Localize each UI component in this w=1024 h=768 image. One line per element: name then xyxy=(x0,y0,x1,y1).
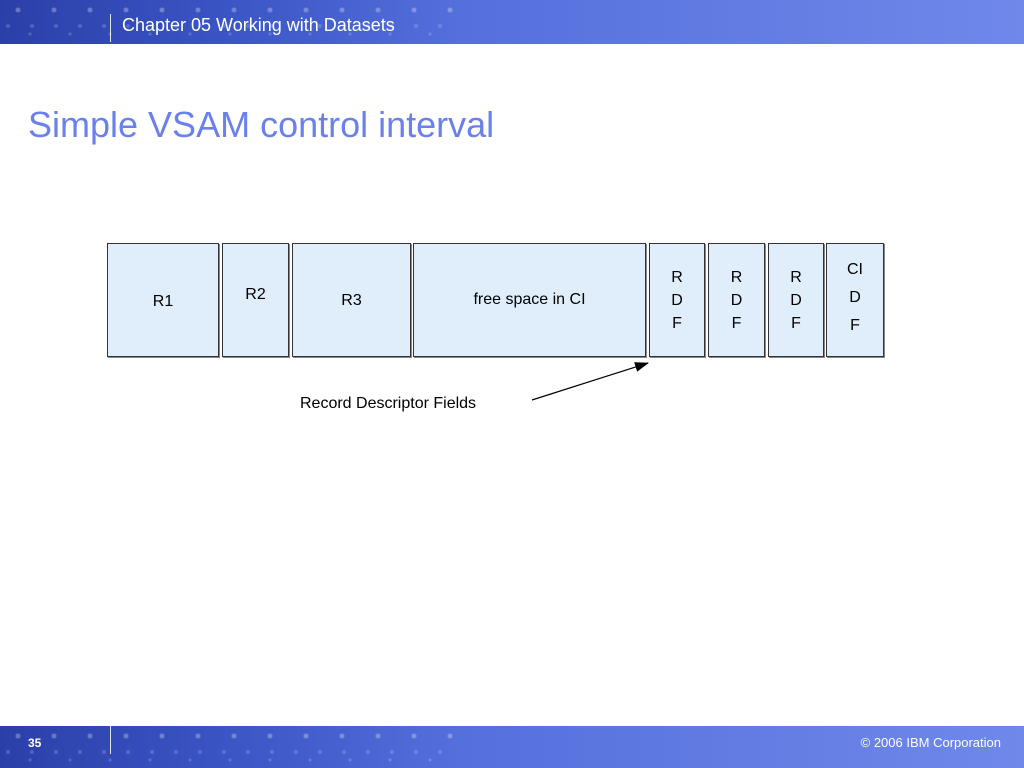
footer-bar: 35 © 2006 IBM Corporation xyxy=(0,726,1024,768)
record-box-r1: R1 xyxy=(107,243,219,357)
footer-texture xyxy=(0,726,460,768)
page-number: 35 xyxy=(28,736,42,750)
box-label-line: R xyxy=(730,268,743,286)
copyright: © 2006 IBM Corporation xyxy=(860,735,1001,750)
box-label-line: F xyxy=(850,317,860,334)
box-label-line: R xyxy=(790,268,802,286)
record-box-r2: R2 xyxy=(222,243,289,357)
footer-divider xyxy=(110,726,111,754)
box-label-line: D xyxy=(790,291,802,309)
box-label: free space in CI xyxy=(473,291,586,308)
box-label: R2 xyxy=(245,286,266,303)
box-label-line: R xyxy=(671,268,683,286)
free-space-box: free space in CI xyxy=(413,243,646,357)
box-label-line: D xyxy=(849,289,861,306)
header-divider xyxy=(110,14,111,42)
rdf-box-1: R D F xyxy=(649,243,705,357)
box-label-line: F xyxy=(731,314,742,332)
header-texture xyxy=(0,0,460,44)
box-label-line: F xyxy=(791,314,801,332)
record-box-r3: R3 xyxy=(292,243,411,357)
rdf-box-2: R D F xyxy=(708,243,765,357)
annotation-label: Record Descriptor Fields xyxy=(300,395,477,412)
box-label: R1 xyxy=(152,292,174,310)
cidf-box: CI D F xyxy=(826,243,884,357)
chapter-title: Chapter 05 Working with Datasets xyxy=(122,15,395,35)
rdf-box-3: R D F xyxy=(768,243,824,357)
box-label-line: F xyxy=(672,314,682,332)
arrow-line xyxy=(531,362,649,401)
box-label-line: D xyxy=(671,291,683,309)
slide-title: Simple VSAM control interval xyxy=(28,104,495,145)
box-label-line: CI xyxy=(847,261,863,278)
header-bar: Chapter 05 Working with Datasets xyxy=(0,0,1024,44)
box-label: R3 xyxy=(341,292,362,309)
box-label-line: D xyxy=(730,291,743,309)
